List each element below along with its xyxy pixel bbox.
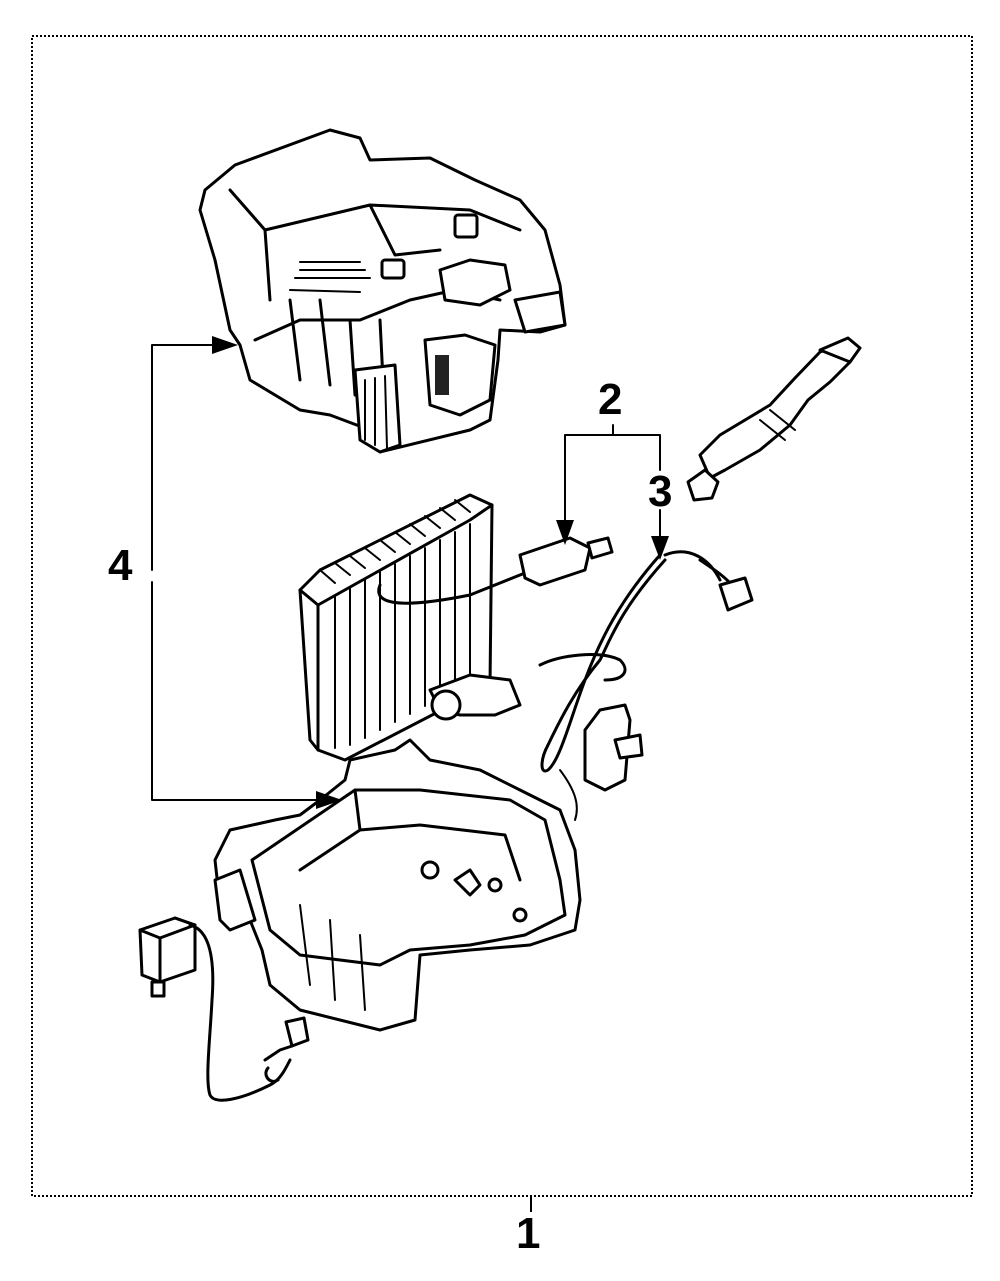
callout-1: 1 <box>516 1209 541 1258</box>
callout-4: 4 <box>108 541 133 590</box>
lower-case <box>213 738 582 1032</box>
resistor-harness <box>138 916 310 1102</box>
callout-2: 2 <box>598 375 623 424</box>
callout-4-bracket <box>151 336 342 809</box>
callout-2-3-bracket <box>556 424 669 560</box>
assembly-frame <box>31 35 973 1197</box>
callout-3: 3 <box>648 467 673 516</box>
upper-case <box>198 128 567 454</box>
refrigerant-hose <box>686 336 862 502</box>
evaporator-core <box>298 493 614 762</box>
sensor-harness <box>538 550 754 821</box>
